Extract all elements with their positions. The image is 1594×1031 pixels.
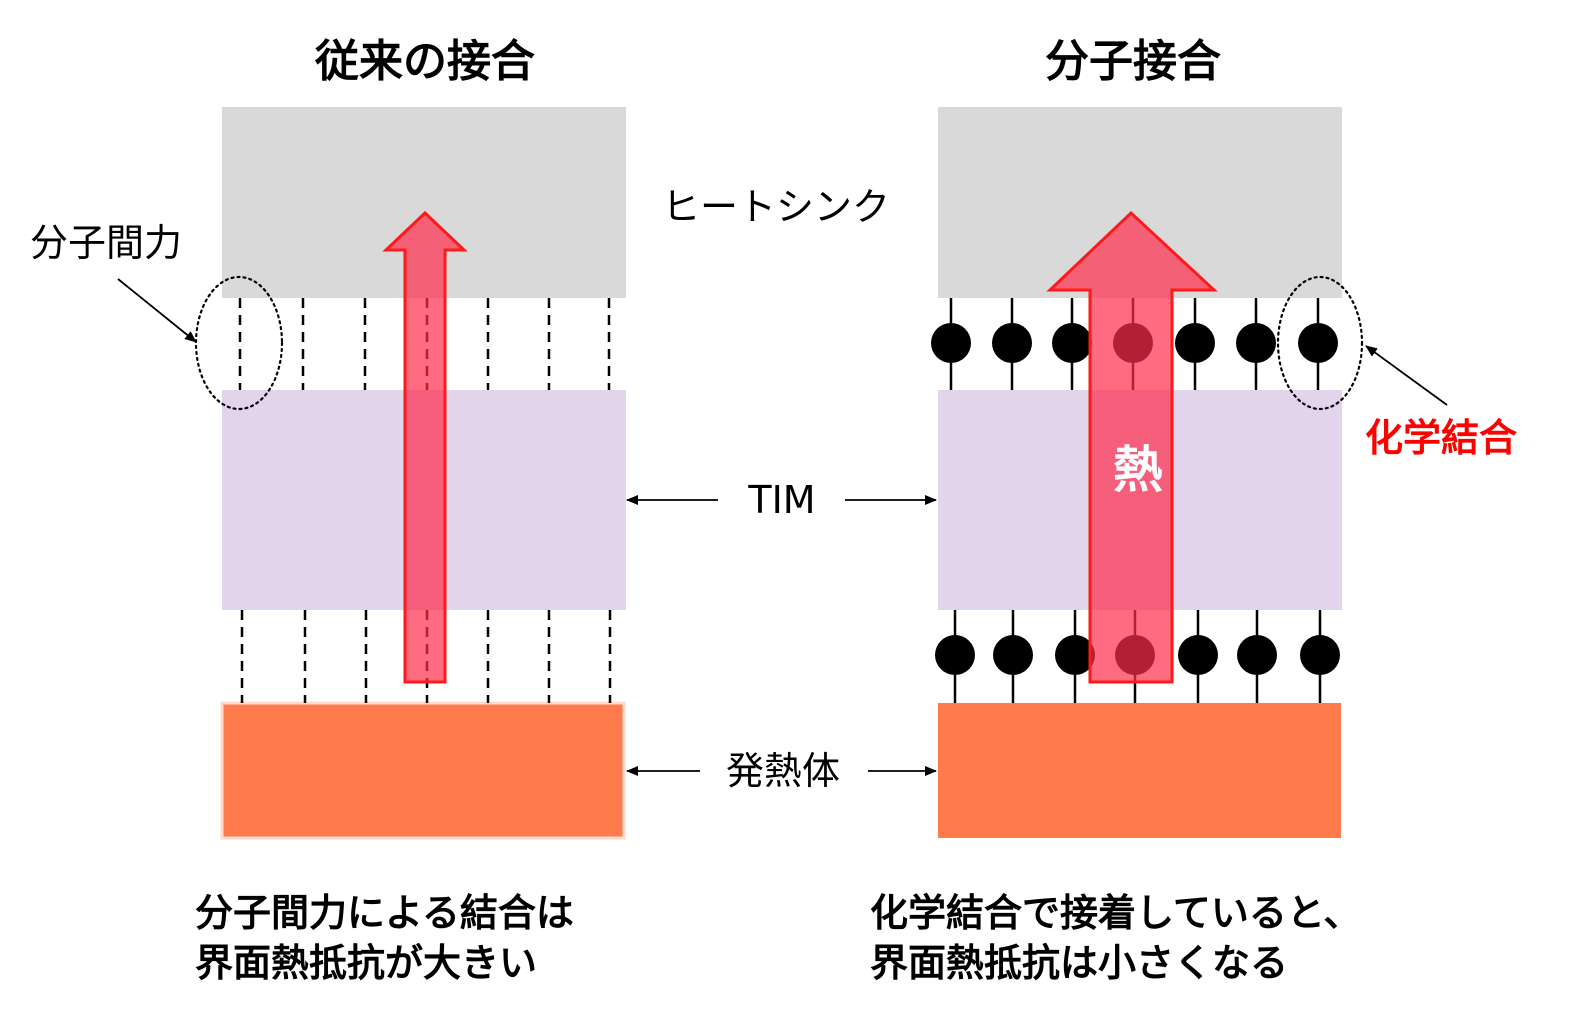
molecule-node — [1178, 635, 1218, 675]
molecule-node — [1236, 323, 1276, 363]
chemical-bond-highlight-ellipse — [1276, 275, 1364, 411]
title-conventional-bonding: 従来の接合 — [314, 36, 535, 87]
caption-left-line-1: 分子間力による結合は — [195, 891, 574, 935]
heatsink-label: ヒートシンク — [662, 185, 890, 229]
intermolecular-force-label: 分子間力 — [30, 221, 182, 265]
molecule-node — [1298, 323, 1338, 363]
molecule-node — [993, 635, 1033, 675]
heat-flow-arrow-large — [1046, 210, 1218, 684]
intermolecular-force-lines-bottom — [240, 610, 612, 703]
chemical-bond-pointer-arrow — [1365, 345, 1448, 406]
heater-block-right — [938, 703, 1341, 838]
molecule-node — [1175, 323, 1215, 363]
intermolecular-force-pointer-arrow — [117, 278, 197, 343]
title-molecular-bonding: 分子接合 — [1045, 36, 1221, 87]
chemical-bond-label: 化学結合 — [1365, 416, 1517, 460]
tim-label: TIM — [747, 478, 815, 522]
intermolecular-force-highlight-ellipse — [194, 275, 284, 411]
heat-flow-arrow-small — [382, 210, 468, 684]
heater-label: 発熱体 — [726, 749, 840, 793]
molecule-node — [1300, 635, 1340, 675]
molecule-node — [1052, 323, 1092, 363]
molecule-node — [992, 323, 1032, 363]
molecule-node — [1055, 635, 1095, 675]
molecule-node — [931, 323, 971, 363]
heat-label: 熱 — [1113, 441, 1163, 499]
molecule-node — [1237, 635, 1277, 675]
caption-right-line-1: 化学結合で接着していると、 — [870, 891, 1361, 935]
heater-block-left — [220, 701, 626, 840]
caption-right-line-2: 界面熱抵抗は小さくなる — [870, 941, 1288, 985]
caption-left-line-2: 界面熱抵抗が大きい — [195, 941, 537, 985]
molecule-node — [935, 635, 975, 675]
